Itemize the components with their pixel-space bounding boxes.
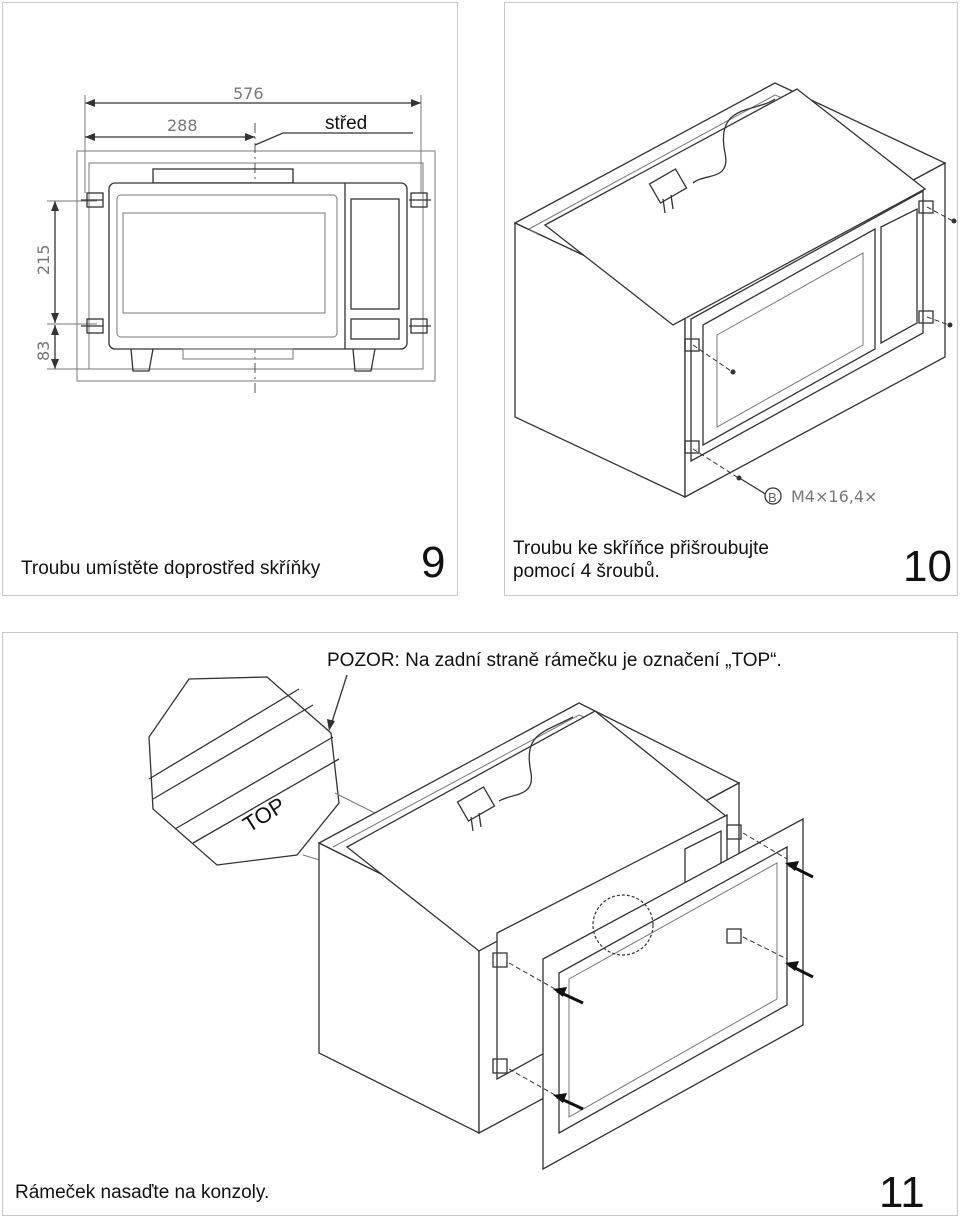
bracket-left-top [81,192,104,208]
bracket-top-right [726,824,742,840]
step-10-caption-line-2: pomocí 4 šroubů. [513,561,660,582]
cabinet-outer-outline [76,150,436,382]
bracket-bottom-right [726,928,742,944]
oven-window [122,212,326,314]
bracket-bottom-left [492,1058,508,1074]
front-view-drawing: 576 288 střed 215 83 [34,84,436,395]
dimension-83-label: 83 [34,341,53,361]
dimension-576-label: 576 [233,84,264,103]
screw-icon [951,218,957,224]
power-plug [648,168,688,204]
oven-window [716,252,864,428]
arrow-icon [553,1093,584,1111]
oven-front [690,189,924,463]
bracket-left-bottom [81,318,104,334]
dimension-215-label: 215 [34,244,53,275]
screw-spec: M4×16,4× [791,487,877,506]
step-10-panel: B M4×16,4× Troubu ke skříňce přišroubujt… [504,2,958,596]
oven-screw-drawing: B M4×16,4× [513,82,957,506]
power-plug [456,786,496,822]
arrow-icon [785,861,814,879]
screw-code: B [768,490,777,505]
center-label: střed [325,113,367,134]
step-9-number: 9 [421,538,446,587]
bracket-top-left [684,338,700,352]
screw-icon [736,475,742,481]
step-9-panel: 576 288 střed 215 83 [2,2,458,596]
bracket-right-bottom [409,318,431,334]
oven-top-vent [152,168,294,184]
cabinet-inner-outline [88,162,424,370]
trim-frame [542,817,804,1171]
bracket-top-left [492,952,508,968]
bracket-bottom-right [918,310,934,324]
arrow-icon [785,961,814,979]
detail-circle [592,894,654,956]
step-11-panel: POZOR: Na zadní straně rámečku je označe… [2,632,958,1216]
door-button [350,318,400,340]
step-9-caption: Troubu umístěte doprostřed skříňky [21,558,321,579]
control-panel-display [350,198,400,310]
screw-icon [730,369,736,375]
step-10-caption-line-1: Troubu ke skříňce přišroubujte [513,538,769,559]
center-leader-line [254,132,413,146]
screw-path-4 [926,316,950,326]
trim-frame-inner [558,845,788,1135]
arrow-icon [553,987,584,1005]
warning-leader [330,674,348,726]
detail-magnifier [148,676,340,866]
step-10-number: 10 [903,542,952,591]
power-cable [692,98,776,184]
dimension-288-label: 288 [167,116,198,135]
screw-icon [947,322,953,328]
control-panel [880,207,918,345]
bracket-bottom-left [684,440,700,454]
oven-door [702,227,876,447]
step-11-number: 11 [879,1168,925,1217]
step-11-caption: Rámeček nasaďte na konzoly. [15,1182,270,1203]
oven-top [543,88,927,326]
bracket-top-right [918,200,934,214]
warning-text: POZOR: Na zadní straně rámečku je označe… [327,650,782,671]
frame-mounting-drawing: TOP [148,674,814,1171]
bracket-right-top [409,192,431,208]
power-cable [498,716,574,802]
oven-front [108,182,408,350]
screw-path-3 [926,206,954,222]
screw-code-circle [764,487,782,505]
screw-path-2 [692,448,738,478]
